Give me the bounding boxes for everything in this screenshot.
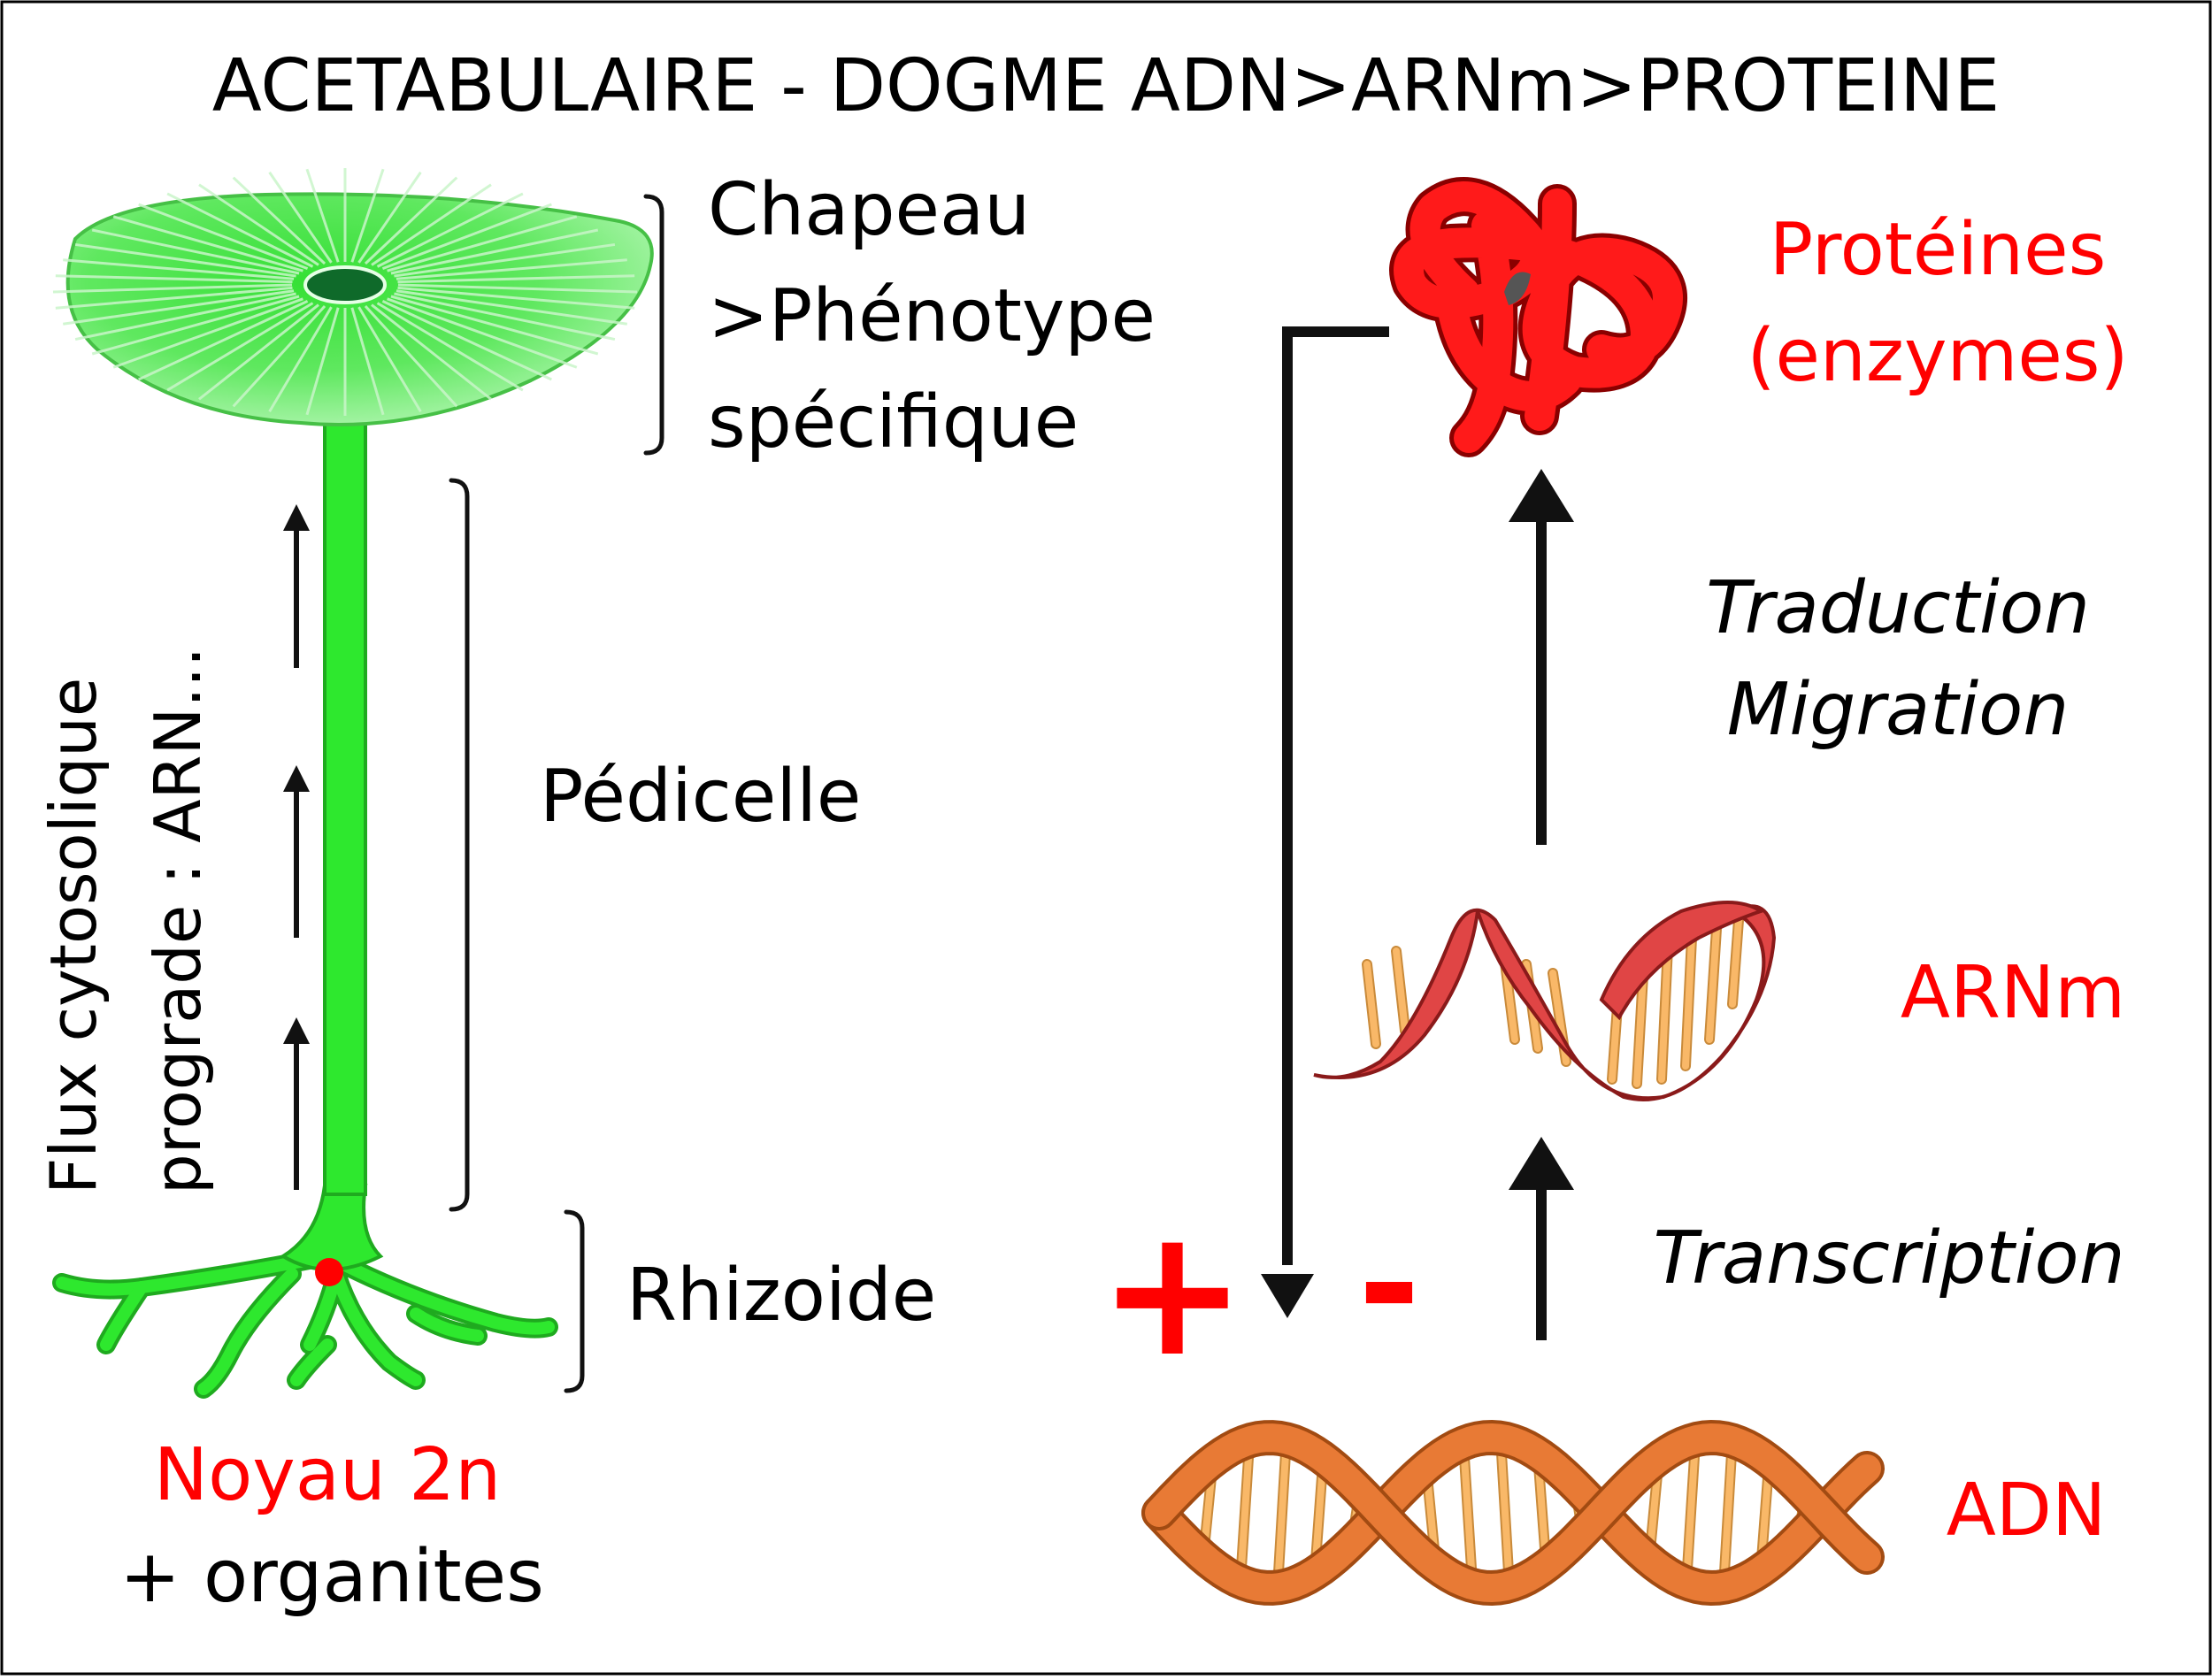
bracket-pedicelle bbox=[449, 478, 470, 1212]
cap-rays bbox=[52, 168, 638, 416]
cap-center bbox=[303, 265, 387, 304]
protein-illustration bbox=[1389, 177, 1687, 457]
label-traduction: Traduction bbox=[1706, 566, 2090, 650]
bracket-chapeau bbox=[643, 194, 664, 456]
label-chapeau-1: Chapeau bbox=[708, 168, 1030, 252]
stalk bbox=[323, 370, 367, 1196]
bracket-rhizoide bbox=[564, 1209, 585, 1393]
label-migration: Migration bbox=[1727, 668, 2070, 752]
title: ACETABULAIRE - DOGME ADN>ARNm>PROTEINE bbox=[212, 44, 2001, 128]
arrow-transcription bbox=[1509, 1137, 1574, 1340]
flux-line-1: Flux cytosolique bbox=[36, 678, 111, 1194]
label-proteines-1: Protéines bbox=[1770, 208, 2107, 292]
plus-sign: + bbox=[1098, 1190, 1247, 1396]
label-proteines-2: (enzymes) bbox=[1747, 314, 2128, 398]
feedback-line bbox=[1261, 326, 1389, 1318]
label-transcription: Transcription bbox=[1653, 1216, 2124, 1300]
minus-sign: - bbox=[1358, 1197, 1421, 1372]
flux-line-2: prograde : ARN... bbox=[141, 647, 215, 1194]
label-chapeau-3: spécifique bbox=[708, 380, 1079, 464]
label-pedicelle: Pédicelle bbox=[540, 755, 861, 839]
arrow-traduction bbox=[1509, 469, 1574, 845]
label-rhizoide: Rhizoide bbox=[626, 1254, 936, 1338]
label-arnm: ARNm bbox=[1901, 951, 2125, 1035]
label-adn: ADN bbox=[1947, 1469, 2107, 1553]
label-noyau: Noyau 2n bbox=[154, 1433, 501, 1517]
brackets bbox=[449, 194, 664, 1393]
label-chapeau-2: >Phénotype bbox=[708, 274, 1156, 358]
label-organites: + organites bbox=[119, 1535, 544, 1619]
flux-label: Flux cytosolique prograde : ARN... bbox=[36, 647, 215, 1194]
rhizoid-inner bbox=[56, 1250, 555, 1395]
nucleus bbox=[315, 1258, 343, 1286]
mrna-illustration bbox=[1313, 901, 1777, 1101]
dna-illustration bbox=[1141, 1419, 1885, 1607]
acetabularia-illustration bbox=[52, 168, 654, 1399]
